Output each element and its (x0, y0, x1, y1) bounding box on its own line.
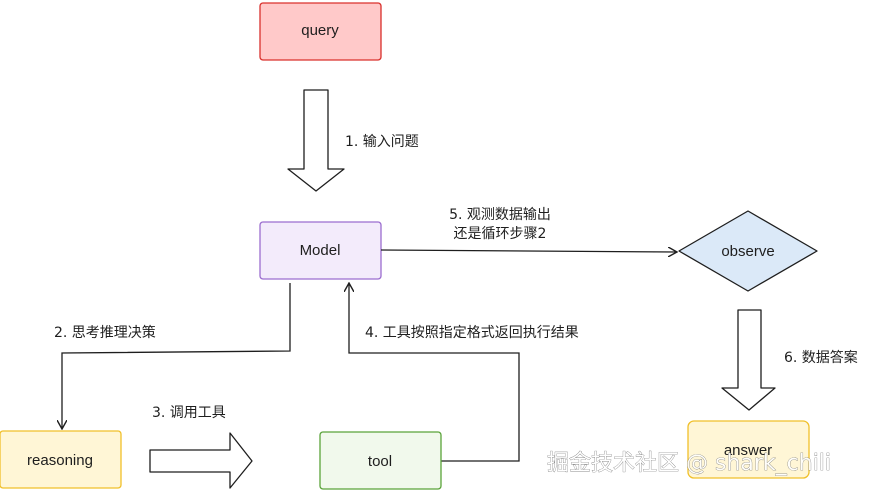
input-arrow (287, 89, 345, 192)
reasoning-label: reasoning (27, 452, 93, 469)
step2-label: 2. 思考推理决策 (54, 324, 156, 341)
observe-node[interactable]: observe (678, 210, 818, 292)
reasoning-node[interactable]: reasoning (0, 430, 122, 489)
watermark: 掘金技术社区 @ shark_chili (547, 451, 831, 476)
answer-arrow (721, 309, 776, 411)
answer-node[interactable]: answer (687, 420, 810, 479)
observe-label: observe (721, 243, 774, 260)
observe-diamond (678, 210, 818, 292)
tool-result-arrow (349, 284, 520, 462)
model-label: Model (300, 242, 341, 259)
call-tool-arrow (149, 432, 253, 489)
query-node[interactable]: query (259, 2, 382, 61)
step1-label: 1. 输入问题 (345, 134, 419, 150)
step3-label: 3. 调用工具 (152, 405, 226, 421)
query-box (259, 2, 382, 61)
tool-label: tool (368, 453, 392, 470)
step4-label: 4. 工具按照指定格式返回执行结果 (365, 325, 579, 341)
tool-box (319, 431, 442, 490)
step6-label: 6. 数据答案 (784, 349, 858, 366)
answer-box (687, 420, 810, 479)
step5-label-line2: 还是循环步骤2 (454, 226, 547, 242)
answer-label: answer (724, 442, 772, 459)
step5-label-line1: 5. 观测数据输出 (449, 207, 551, 223)
reasoning-arrow (62, 283, 291, 428)
model-node[interactable]: Model (259, 221, 382, 280)
observe-arrow (380, 250, 676, 252)
query-label: query (301, 22, 339, 39)
tool-node[interactable]: tool (319, 431, 442, 490)
reasoning-box (0, 430, 122, 489)
